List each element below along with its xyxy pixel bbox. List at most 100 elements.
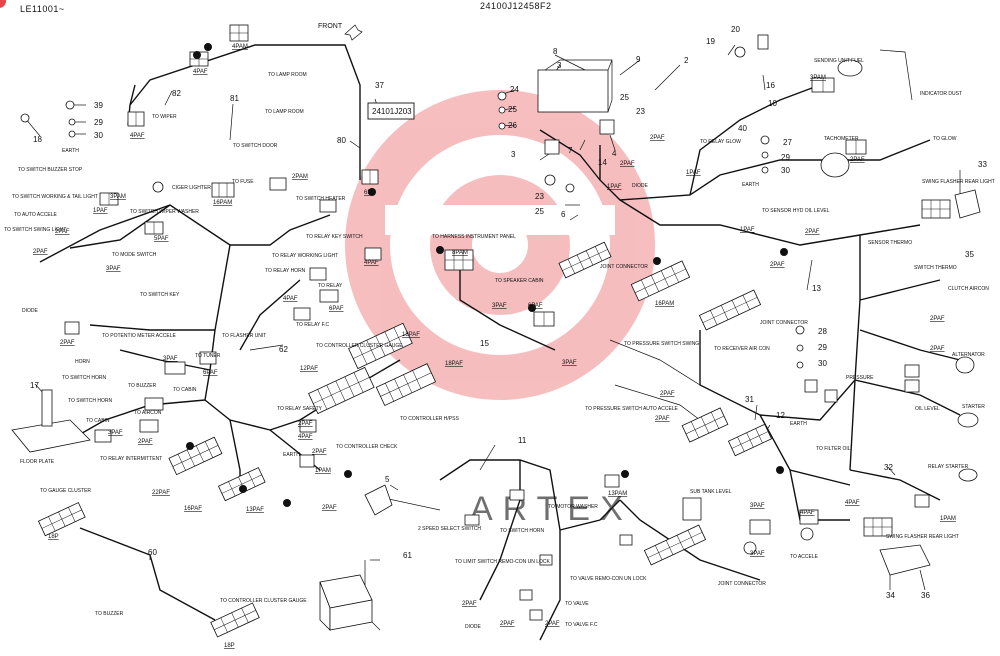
- code-4paf-top: 4PAF: [193, 69, 208, 75]
- label-to-controller-hpss: TO CONTROLLER H/PSS: [400, 416, 459, 422]
- label-earth-1: EARTH: [62, 148, 79, 154]
- code-1paf-a: 1PAF: [93, 208, 108, 214]
- part-60: 60: [148, 548, 157, 557]
- code-2paf-p: 2PAF: [655, 416, 670, 422]
- code-2paf-c: 2PAF: [60, 340, 75, 346]
- part-29-a: 29: [94, 118, 103, 127]
- label-to-pressure-switch-swing: TO PRESSURE SWITCH SWING: [624, 341, 699, 347]
- label-diode-2: DIODE: [632, 183, 649, 189]
- code-5paf: 5PAF: [154, 236, 169, 242]
- code-3paf-e: 3PAF: [562, 360, 577, 366]
- label-swing-flasher-rear-light-2: SWING FLASHER REAR LIGHT: [886, 534, 959, 540]
- code-2paf-i: 2PAF: [650, 135, 665, 141]
- part-33: 33: [978, 160, 987, 169]
- label-diode-1: DIODE: [22, 308, 39, 314]
- label-to-motor-washer: TO MOTOR WASHER: [548, 504, 598, 510]
- label-to-cabin-2: TO CABIN: [86, 418, 110, 424]
- label-to-glow: TO GLOW: [933, 136, 957, 142]
- label-to-switch-key: TO SWITCH KEY: [140, 292, 180, 298]
- callout-c-4: C: [782, 251, 787, 257]
- label-to-filter-oil: TO FILTER OIL: [816, 446, 851, 452]
- label-two-speed-select-switch: 2 SPEED SELECT SWITCH: [418, 526, 481, 532]
- part-29-b: 29: [781, 153, 790, 162]
- code-3paf-b: 3PAF: [163, 356, 178, 362]
- label-to-gauge-cluster: TO GAUGE CLUSTER: [40, 488, 91, 494]
- label-to-aircon: TO AIRCON: [134, 410, 162, 416]
- part-15: 15: [480, 339, 489, 348]
- callout-e-2: E: [195, 54, 199, 60]
- part-30-c: 30: [818, 359, 827, 368]
- code-18paf-a: 18PAF: [402, 332, 420, 338]
- label-to-valve: TO VALVE: [565, 601, 589, 607]
- part-28: 28: [818, 327, 827, 336]
- part-32: 32: [884, 463, 893, 472]
- code-3paf-g: 3PAF: [750, 551, 765, 557]
- callout-e: E: [206, 46, 210, 52]
- callout-b-3: B: [778, 469, 782, 475]
- label-horn: HORN: [75, 359, 90, 365]
- label-to-switch-horn-1: TO SWITCH HORN: [62, 375, 106, 381]
- watermark-logo: [345, 90, 655, 400]
- code-2paf-r: 2PAF: [500, 621, 515, 627]
- callout-a-1: A: [655, 260, 659, 266]
- code-6paf-a: 6PAF: [329, 306, 344, 312]
- label-to-sensor-hyd-oil-level: TO SENSOR HYD OIL LEVEL: [762, 208, 830, 214]
- label-clutch-aircon: CLUTCH AIRCON: [948, 286, 989, 292]
- corner-badge: [0, 0, 6, 8]
- code-2paf-b: 2PAF: [33, 249, 48, 255]
- code-4pam-top: 4PAM: [232, 44, 248, 50]
- label-to-auto-accele: TO AUTO ACCELE: [14, 212, 58, 218]
- label-sending-unit-fuel: SENDING UNIT FUEL: [814, 58, 864, 64]
- part-14: 14: [598, 158, 607, 167]
- label-sensor-thermo: SENSOR THERMO: [868, 240, 912, 246]
- label-to-controller-cluster-gauge-2: TO CONTROLLER CLUSTER GAUGE: [220, 598, 307, 604]
- code-2paf-a: 2PAF: [55, 229, 70, 235]
- label-to-tuner: TO TUNER: [195, 353, 221, 359]
- code-8pam: 8PAM: [452, 250, 468, 256]
- label-to-switch-wiper-washer: TO SWITCH WIPER WASHER: [130, 209, 199, 215]
- part-61: 61: [403, 551, 412, 560]
- label-swing-flasher-rear-light-1: SWING FLASHER REAR LIGHT: [922, 179, 995, 185]
- label-to-limit-switch-remocon-un-lock: TO LIMIT SWITCH REMO-CON UN LOCK: [455, 559, 550, 565]
- code-1pam-a: 1PAM: [315, 468, 331, 474]
- label-to-relay: TO RELAY: [318, 283, 343, 289]
- label-to-switch-buzzer-stop: TO SWITCH BUZZER STOP: [18, 167, 83, 173]
- part-81: 81: [230, 94, 239, 103]
- code-3pam: 3PAM: [110, 194, 126, 200]
- callout-c-1: C: [285, 502, 290, 508]
- label-to-speaker-cabin: TO SPEAKER CABIN: [495, 278, 544, 284]
- label-to-receiver-air-con: TO RECEIVER AIR CON: [714, 346, 770, 352]
- part-3-a: 3: [557, 61, 562, 70]
- label-to-flasher-unit: TO FLASHER UNIT: [222, 333, 266, 339]
- label-to-switch-swing-light: TO SWITCH SWING LIGHT: [4, 227, 66, 233]
- label-to-switch-working-tail-light: TO SWITCH WORKING & TAIL LIGHT: [12, 194, 98, 200]
- part-31: 31: [745, 395, 754, 404]
- code-6paf-c: 6PAF: [528, 303, 543, 309]
- label-to-relay-working-light: TO RELAY WORKING LIGHT: [272, 253, 338, 259]
- header-left-code: LE11001~: [20, 4, 65, 14]
- part-19: 19: [706, 37, 715, 46]
- part-number-labels: 8 3 9 2 19 20 16 10 40 24 25 26 25 23 3 …: [30, 25, 987, 600]
- label-to-switch-door: TO SWITCH DOOR: [233, 143, 278, 149]
- code-3paf-d: 3PAF: [492, 303, 507, 309]
- label-to-controller-cluster-gauge-1: TO CONTROLLER CLUSTER GAUGE: [316, 343, 403, 349]
- connector-type-codes: 4PAM 4PAF 4PAF 2PAM 16PAM 6P 3PAM 2PAF 5…: [33, 44, 956, 649]
- label-cigar-lighter: CIGER LIGHTER: [172, 185, 211, 191]
- wire-destination-labels: TO LAMP ROOM TO LAMP ROOM TO WIPER TO SW…: [4, 58, 995, 630]
- code-4paf-d: 4PAF: [298, 434, 313, 440]
- code-2paf-q: 2PAF: [462, 601, 477, 607]
- part-18: 18: [33, 135, 42, 144]
- label-floor-plate: FLOOR PLATE: [20, 459, 55, 465]
- label-to-mode-switch: TO MODE SWITCH: [112, 252, 157, 258]
- code-3pam-b: 3PAM: [810, 75, 826, 81]
- label-joint-connector-2: JOINT CONNECTOR: [760, 320, 808, 326]
- label-to-relay-key-switch: TO RELAY KEY SWITCH: [306, 234, 363, 240]
- code-3paf-c: 3PAF: [108, 430, 123, 436]
- label-to-switch-horn-3: TO SWITCH HORN: [500, 528, 544, 534]
- code-4paf-wiper: 4PAF: [130, 133, 145, 139]
- code-4paf-b: 4PAF: [364, 260, 379, 266]
- label-joint-connector-1: JOINT CONNECTOR: [600, 264, 648, 270]
- part-9: 9: [636, 55, 641, 64]
- code-1paf-d: 1PAF: [740, 227, 755, 233]
